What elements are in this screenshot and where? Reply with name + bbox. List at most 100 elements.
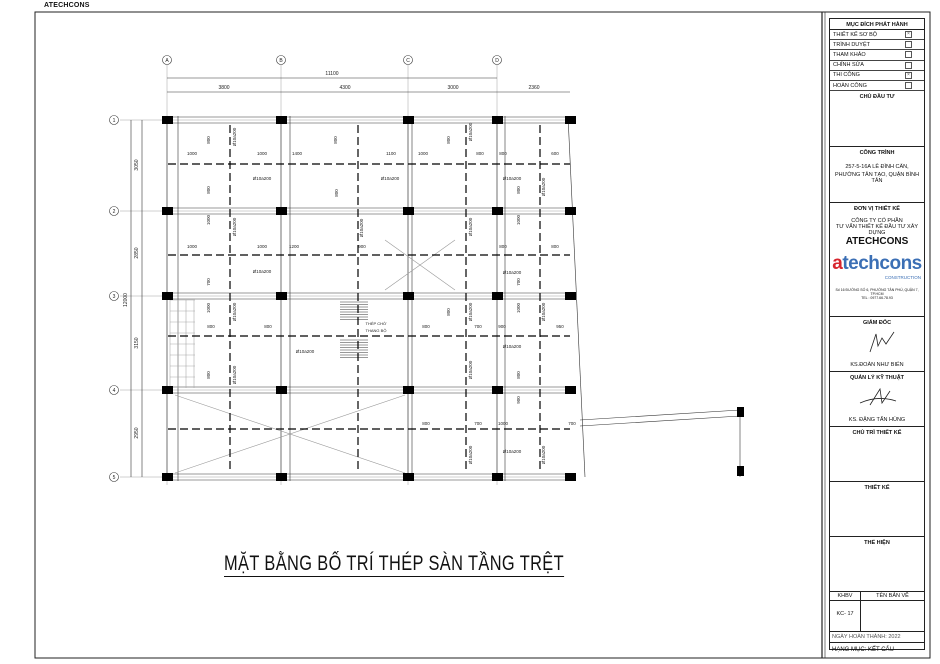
- purpose-item: TRÌNH DUYỆT: [830, 40, 924, 51]
- grid-bubble: [403, 55, 413, 65]
- rebar-dimension: 800: [206, 186, 211, 194]
- rebar-dimension: 800: [551, 244, 559, 249]
- column: [492, 386, 503, 394]
- grid-label-row: 3: [113, 294, 116, 300]
- rebar-dimension: 800: [264, 324, 272, 329]
- rebar-label: Ø10a200: [232, 217, 237, 236]
- column: [403, 386, 414, 394]
- left-dimension: 2950: [134, 427, 140, 438]
- column: [403, 473, 414, 481]
- company-logo: atechcons: [830, 253, 924, 275]
- logo-a: a: [832, 253, 843, 275]
- stair-note: THANG BỘ: [366, 328, 387, 333]
- logo-sub: CONSTRUCTION: [884, 275, 921, 281]
- column: [403, 116, 414, 124]
- rebar-dimension: 700: [474, 421, 482, 426]
- rebar-dimension: 800: [499, 244, 507, 249]
- design-section: THIẾT KẾ: [830, 482, 924, 538]
- rebar-dimension: 1000: [516, 214, 521, 225]
- rebar-dimension: 800: [206, 136, 211, 144]
- designer-section: ĐƠN VỊ THIẾT KẾ CÔNG TY CỔ PHẦN TƯ VẤN T…: [830, 203, 924, 318]
- purpose-label: THI CÔNG: [833, 72, 860, 79]
- sheet-name-label: TÊN BẢN VẼ: [861, 592, 924, 602]
- rebar-dimension: 900: [516, 396, 521, 404]
- project-header: CÔNG TRÌNH: [859, 150, 895, 157]
- purpose-label: TRÌNH DUYỆT: [833, 41, 870, 48]
- drafter-section: THỂ HIỆN: [830, 537, 924, 593]
- void-cross: [384, 239, 456, 291]
- left-dimension: 3150: [134, 337, 140, 348]
- purpose-label: THIẾT KẾ SƠ BỘ: [833, 31, 878, 38]
- design-header: THIẾT KẾ: [864, 485, 890, 492]
- lead-header: CHỦ TRÌ THIẾT KẾ: [852, 430, 902, 437]
- sheet-name-col: TÊN BẢN VẼ: [861, 592, 924, 631]
- rebar-dimension: 800: [334, 189, 339, 197]
- left-dimension: 12000: [123, 293, 129, 307]
- rebar-dimension: 800: [333, 136, 338, 144]
- grid-bubble: [109, 206, 119, 216]
- rebar-dimension: 800: [499, 151, 507, 156]
- checkbox-icon: [905, 61, 912, 69]
- rebar-dimension: 700: [568, 421, 576, 426]
- left-dimension: 3050: [134, 159, 140, 170]
- tech-header: QUẢN LÝ KỸ THUẬT: [849, 375, 905, 382]
- owner-header: CHỦ ĐẦU TƯ: [859, 94, 895, 101]
- category: HẠNG MỤC: KẾT CẤU: [832, 647, 894, 654]
- checkbox-icon: [905, 51, 912, 59]
- rebar-dimension: 800: [516, 186, 521, 194]
- checkbox-icon: [905, 41, 912, 49]
- column: [492, 116, 503, 124]
- column: [276, 116, 287, 124]
- grid-label-row: 1: [113, 118, 116, 124]
- rebar-dimension: 800: [446, 308, 451, 316]
- rebar-label: Ø10a200: [232, 127, 237, 146]
- column: [276, 207, 287, 215]
- rebar-label: Ø10a200: [541, 177, 546, 196]
- tech-signature: [859, 387, 897, 406]
- owner-section: CHỦ ĐẦU TƯ: [830, 91, 924, 148]
- column: [737, 407, 744, 417]
- rebar-dimension: 1000: [206, 302, 211, 313]
- grid-label-col: C: [406, 58, 410, 64]
- khbv-label: KHBV: [830, 592, 860, 602]
- purpose-item: HOÀN CÔNG: [830, 81, 924, 92]
- rebar-label: Ø10a200: [503, 270, 522, 275]
- project-address-1: 257-5-16A LÊ ĐÌNH CẨN,: [845, 164, 909, 171]
- purpose-item: THAM KHẢO: [830, 50, 924, 61]
- grid-bubble: [109, 291, 119, 301]
- rebar-label: Ø10a200: [503, 176, 522, 181]
- column: [162, 116, 173, 124]
- column: [162, 386, 173, 394]
- brand-label: ATECHCONS: [44, 2, 90, 9]
- column: [276, 386, 287, 394]
- tech-section: QUẢN LÝ KỸ THUẬT KS. ĐẶNG TẤN HÙNG: [830, 372, 924, 428]
- column: [492, 292, 503, 300]
- title-block: MỤC ĐÍCH PHÁT HÀNH THIẾT KẾ SƠ BỘ×TRÌNH …: [829, 18, 925, 653]
- director-signature: [869, 331, 895, 353]
- rebar-dimension: 1000: [257, 244, 268, 249]
- grid-label-col: B: [279, 58, 283, 64]
- sheet-info-section: KHBV KC- 17 TÊN BẢN VẼ: [830, 592, 924, 633]
- company-line-1: CÔNG TY CỔ PHẦN: [851, 218, 903, 225]
- void-cross: [174, 394, 406, 474]
- rebar-dimension: 800: [206, 371, 211, 379]
- column: [565, 473, 576, 481]
- top-dimension: 3000: [447, 85, 458, 91]
- rebar-dimension: 1000: [418, 151, 429, 156]
- column: [565, 292, 576, 300]
- top-dimension: 4300: [339, 85, 350, 91]
- director-name: KS.ĐOÀN NHƯ BIỂN: [850, 362, 904, 369]
- purpose-label: HOÀN CÔNG: [833, 82, 867, 89]
- purpose-item: CHỈNH SỬA: [830, 61, 924, 71]
- rebar-dimension: 1000: [187, 151, 198, 156]
- rebar-dimension: 900: [498, 324, 506, 329]
- top-dimension: 11100: [325, 71, 338, 77]
- grid-bubble: [109, 472, 119, 482]
- rebar-dimension: 800: [422, 421, 430, 426]
- rebar-dimension: 800: [207, 324, 215, 329]
- column: [565, 386, 576, 394]
- purpose-item: THI CÔNG×: [830, 71, 924, 81]
- company-name: ATECHCONS: [845, 236, 909, 248]
- rebar-label: Ø10a200: [468, 217, 473, 236]
